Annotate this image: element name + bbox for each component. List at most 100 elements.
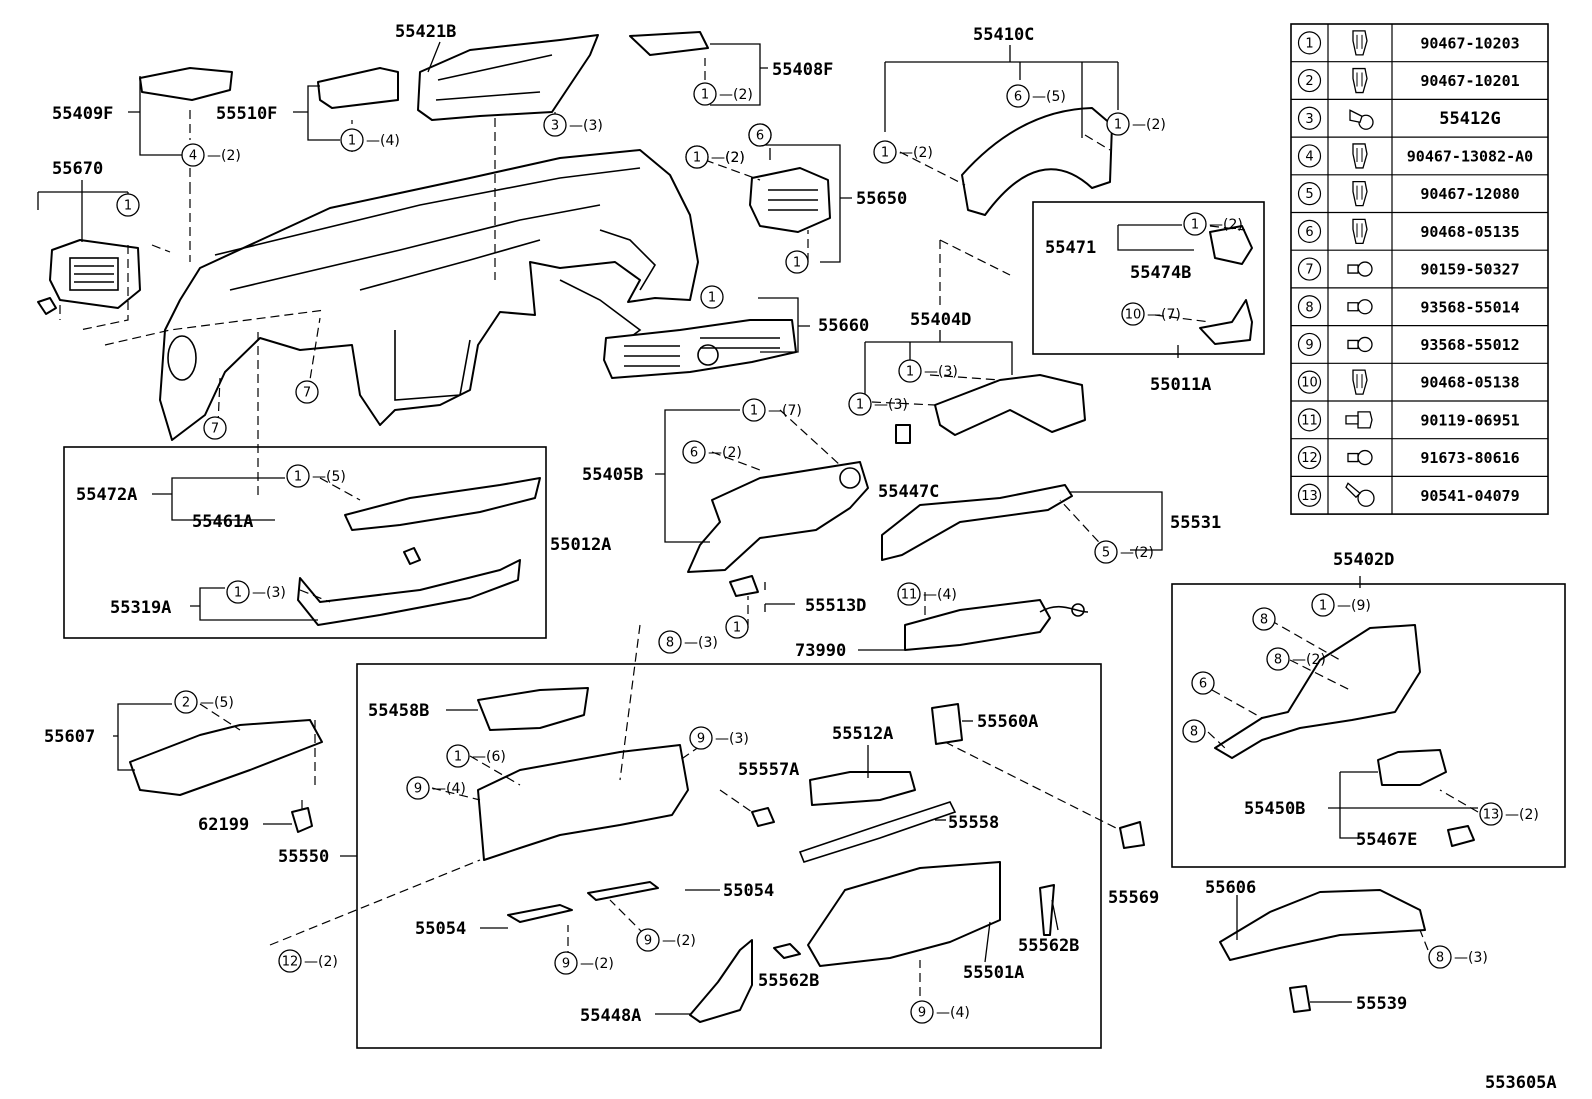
ref-circle <box>116 193 140 217</box>
ref-bubble-3: 3—(3) <box>543 113 603 137</box>
ref-circle <box>693 82 717 106</box>
ref-bubble-12: 12—(2) <box>278 949 338 973</box>
callout-55402D: 55402D <box>1333 550 1394 570</box>
part-55409F-shape <box>139 67 233 101</box>
ref-quantity: —(5) <box>1032 89 1066 105</box>
callout-55408F: 55408F <box>772 60 833 80</box>
ref-bubble-2: 2—(5) <box>174 690 234 714</box>
fastener-ref-number: 11 <box>1301 413 1318 428</box>
ref-quantity: —(5) <box>312 469 346 485</box>
fastener-ref-circle <box>1297 182 1322 206</box>
callout-55607: 55607 <box>44 727 95 747</box>
part-55510F-shape <box>317 67 399 109</box>
ref-bubble-1: 1—(3) <box>898 359 958 383</box>
screw-icon <box>1347 261 1373 277</box>
ref-number: 1 <box>881 146 889 161</box>
fastener-part-number: 90468-05138 <box>1420 374 1519 392</box>
ref-number: 1 <box>1114 118 1122 133</box>
ref-quantity: —(2) <box>711 150 745 166</box>
callout-55471: 55471 <box>1045 238 1096 258</box>
fastener-part-number: 93568-55012 <box>1420 336 1519 354</box>
ref-circle <box>1121 302 1145 326</box>
fastener-ref-number: 7 <box>1305 263 1313 278</box>
part-55531-shape <box>881 484 1073 561</box>
callout-55054a: 55054 <box>415 919 466 939</box>
callout-55474B: 55474B <box>1130 263 1191 283</box>
ref-quantity: —(9) <box>1337 598 1371 614</box>
ref-quantity: —(2) <box>708 445 742 461</box>
ref-number: 9 <box>562 957 570 972</box>
fastener-row: 12 91673-80616 <box>1297 445 1520 470</box>
ref-circle <box>1311 593 1335 617</box>
clip-icon <box>1352 181 1368 207</box>
ref-bubble-5: 5 —(2) <box>1094 540 1154 564</box>
ref-bubble-8: 8 <box>1182 719 1206 743</box>
ref-quantity: —(2) <box>580 956 614 972</box>
ref-bubble-1: 1—(2) <box>693 82 753 106</box>
ref-bubble-8: 8—(3) <box>658 630 718 654</box>
callout-55421B: 55421B <box>395 22 456 42</box>
ref-number: 6 <box>756 129 764 144</box>
ref-number: 3 <box>551 119 559 134</box>
callout-55560A: 55560A <box>977 712 1038 732</box>
callout-55650: 55650 <box>856 189 907 209</box>
part-55458B-shape <box>477 687 589 731</box>
ref-number: 9 <box>644 934 652 949</box>
ref-quantity: —(6) <box>472 749 506 765</box>
ref-number: 5 <box>1102 546 1110 561</box>
ref-bubble-9: 9—(2) <box>636 928 696 952</box>
fastener-ref-circle <box>1297 257 1322 281</box>
ref-circle <box>1094 540 1118 564</box>
fastener-part-number: 91673-80616 <box>1420 449 1519 467</box>
ref-circle <box>1479 802 1503 826</box>
callout-55472A: 55472A <box>76 485 137 505</box>
fastener-ref-circle <box>1297 445 1322 470</box>
ref-circle <box>278 949 302 973</box>
callout-55011A: 55011A <box>1150 375 1211 395</box>
callout-55448A: 55448A <box>580 1006 641 1026</box>
part-55560A-shape <box>931 703 963 745</box>
ref-number: 7 <box>211 422 219 437</box>
part-55421B-shape <box>417 34 599 121</box>
ref-quantity: —(2) <box>1120 545 1154 561</box>
fastener-ref-circle <box>1297 144 1322 168</box>
ref-circle <box>1266 647 1290 671</box>
ref-quantity: —(3) <box>252 585 286 601</box>
ref-bubble-1: 1—(3) <box>848 392 908 416</box>
ref-circle <box>226 580 250 604</box>
ref-number: 9 <box>414 782 422 797</box>
callout-55450B: 55450B <box>1244 799 1305 819</box>
fastener-ref-circle <box>1297 483 1322 507</box>
ref-quantity: —(3) <box>1454 950 1488 966</box>
callout-55550: 55550 <box>278 847 329 867</box>
push-pin-icon <box>1349 109 1374 130</box>
ref-bubble-9: 9—(4) <box>910 1000 970 1024</box>
fastener-part-number: 90468-05135 <box>1420 223 1519 241</box>
ref-bubble-6: 6—(2) <box>682 440 742 464</box>
ref-number: 1 <box>693 151 701 166</box>
callout-55447C: 55447C <box>878 482 939 502</box>
ref-number: 1 <box>348 134 356 149</box>
part-62199-shape <box>291 807 313 833</box>
ref-circle <box>910 1000 934 1024</box>
ref-quantity: —(2) <box>1292 652 1326 668</box>
fastener-ref-circle <box>1297 106 1322 130</box>
fastener-ref-number: 12 <box>1301 451 1318 466</box>
ref-circle <box>174 690 198 714</box>
ref-quantity: —(2) <box>711 150 745 166</box>
ref-circle <box>203 416 227 440</box>
ref-number: 8 <box>1274 653 1282 668</box>
ref-quantity: —(2) <box>1209 217 1243 233</box>
part-55405B-shape <box>687 461 869 573</box>
callout-73990: 73990 <box>795 641 846 661</box>
instrument-panel-shape <box>159 149 699 441</box>
ref-quantity: —(4) <box>923 587 957 603</box>
fastener-ref-number: 10 <box>1301 376 1318 391</box>
ref-circle <box>446 744 470 768</box>
fastener-ref-circle <box>1297 370 1322 394</box>
ref-number: 8 <box>1260 613 1268 628</box>
ref-bubble-1: 1—(9) <box>1311 593 1371 617</box>
